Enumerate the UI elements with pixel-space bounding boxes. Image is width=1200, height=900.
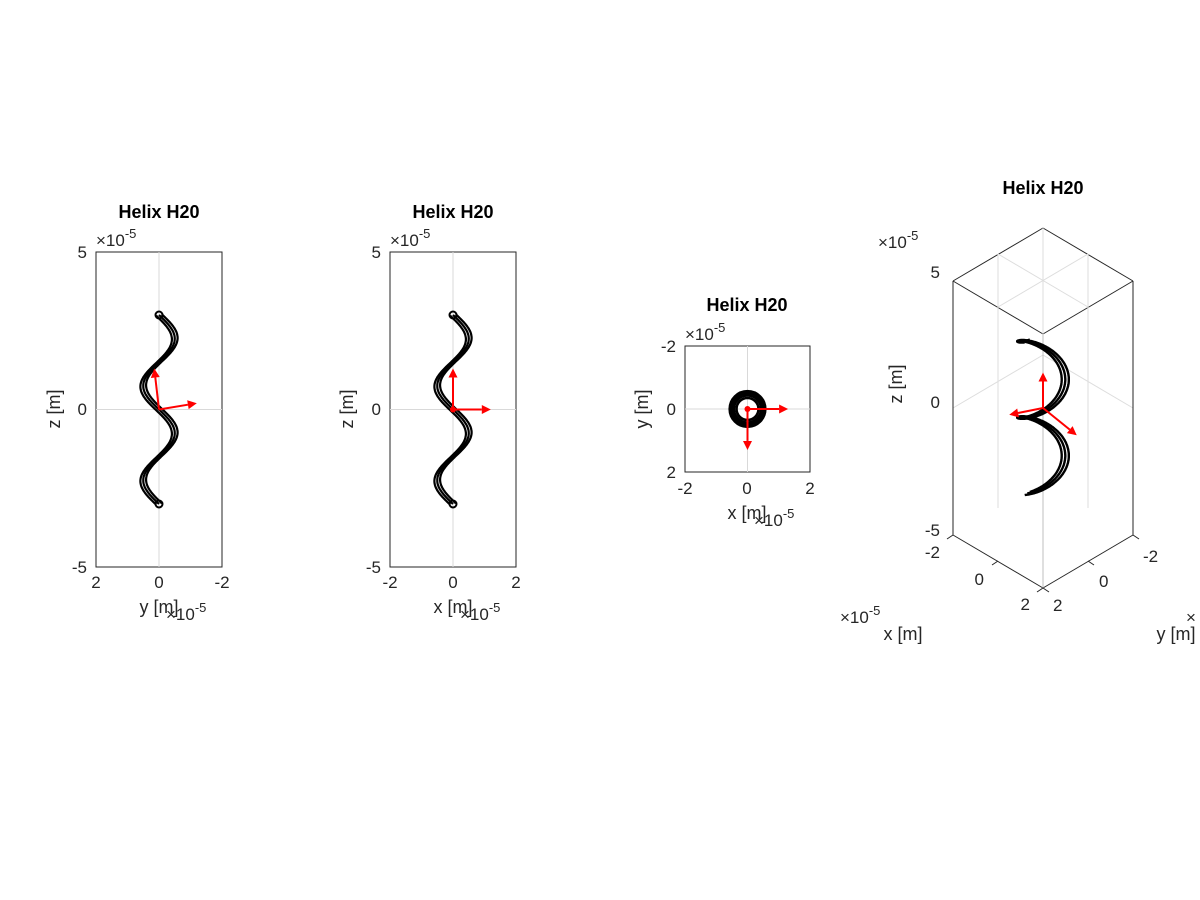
frame-arrow bbox=[1038, 372, 1048, 408]
x-tick-label: -2 bbox=[382, 573, 397, 592]
panel-xy: Helix H20 ×10-5 -2 0 2 -2 0 2 x [m] ×10-… bbox=[632, 295, 815, 530]
y-tick-label: 5 bbox=[78, 243, 87, 262]
helix-end bbox=[154, 499, 164, 509]
panel-yz: Helix H20 ×10-5 5 0 -5 2 0 -2 y [m] ×10-… bbox=[44, 202, 230, 624]
panel-xz: Helix H20 ×10-5 5 0 -5 -2 0 2 x [m] ×10-… bbox=[337, 202, 521, 624]
panel-3d: Helix H20 ×10-5 5 0 -5 z [m] -2 0 2 ×10-… bbox=[840, 178, 1196, 644]
x-axis-ticks-3d bbox=[946, 534, 1140, 593]
y-exponent: × bbox=[1186, 608, 1196, 627]
z-tick-label: 5 bbox=[931, 263, 940, 282]
helix-trace bbox=[1016, 338, 1071, 497]
x-tick-label: -2 bbox=[677, 479, 692, 498]
helix-end bbox=[448, 499, 458, 509]
body-frame-arrows bbox=[448, 368, 491, 414]
helix-end bbox=[448, 310, 458, 320]
y-tick-label: -2 bbox=[661, 337, 676, 356]
y-tick-label: 0 bbox=[1099, 572, 1108, 591]
z-exponent: ×10-5 bbox=[878, 228, 918, 252]
z-axis-label: z [m] bbox=[886, 365, 906, 404]
x-tick-label: -2 bbox=[214, 573, 229, 592]
frame-arrow bbox=[158, 400, 197, 411]
y-axis-label: y [m] bbox=[1157, 624, 1196, 644]
frame-arrow bbox=[743, 409, 752, 450]
x-axis-label: x [m] bbox=[434, 597, 473, 617]
frame-arrow bbox=[1042, 407, 1077, 436]
y-tick-label: 2 bbox=[1053, 596, 1062, 615]
y-tick-label: 0 bbox=[372, 400, 381, 419]
y-exponent: ×10-5 bbox=[96, 226, 136, 250]
frame-arrow bbox=[747, 404, 789, 414]
x-tick-label: -2 bbox=[925, 543, 940, 562]
y-exponent: ×10-5 bbox=[685, 320, 725, 344]
panel-title: Helix H20 bbox=[118, 202, 199, 222]
helix-strand bbox=[1016, 338, 1071, 497]
helix-strand bbox=[139, 314, 173, 506]
y-tick-label: -2 bbox=[1143, 547, 1158, 566]
frame-arrow bbox=[448, 368, 458, 410]
x-tick-label: 0 bbox=[154, 573, 163, 592]
panel-title: Helix H20 bbox=[412, 202, 493, 222]
x-axis-label: x [m] bbox=[884, 624, 923, 644]
frame-arrow bbox=[150, 368, 160, 410]
x-tick-label: 0 bbox=[742, 479, 751, 498]
x-tick-label: 0 bbox=[448, 573, 457, 592]
z-tick-label: -5 bbox=[925, 521, 940, 540]
x-tick-label: 2 bbox=[511, 573, 520, 592]
y-axis-label: z [m] bbox=[337, 390, 357, 429]
y-axis-label: z [m] bbox=[44, 390, 64, 429]
x-exponent: ×10-5 bbox=[166, 600, 206, 624]
y-tick-label: 0 bbox=[667, 400, 676, 419]
body-frame-arrows bbox=[743, 404, 789, 450]
body-frame-arrows bbox=[150, 368, 197, 411]
z-tick-label: 0 bbox=[931, 393, 940, 412]
x-tick-label: 2 bbox=[1021, 595, 1030, 614]
x-tick-label: 0 bbox=[975, 570, 984, 589]
y-axis-label: y [m] bbox=[632, 390, 652, 429]
y-tick-label: 0 bbox=[78, 400, 87, 419]
x-tick-label: 2 bbox=[91, 573, 100, 592]
y-tick-label: -5 bbox=[366, 558, 381, 577]
frame-arrow bbox=[453, 405, 491, 414]
frame-arrow bbox=[1009, 407, 1044, 418]
y-exponent: ×10-5 bbox=[390, 226, 430, 250]
x-tick-label: 2 bbox=[805, 479, 814, 498]
body-frame-arrows bbox=[1009, 372, 1077, 436]
y-tick-label: 2 bbox=[667, 463, 676, 482]
y-tick-label: 5 bbox=[372, 243, 381, 262]
x-axis-label: x [m] bbox=[728, 503, 767, 523]
x-exponent: ×10-5 bbox=[460, 600, 500, 624]
helix-end bbox=[154, 310, 164, 320]
x-axis-label: y [m] bbox=[140, 597, 179, 617]
panel-title: Helix H20 bbox=[1002, 178, 1083, 198]
panel-title: Helix H20 bbox=[706, 295, 787, 315]
x-exponent: ×10-5 bbox=[754, 506, 794, 530]
x-exponent: ×10-5 bbox=[840, 603, 880, 627]
y-tick-label: -5 bbox=[72, 558, 87, 577]
